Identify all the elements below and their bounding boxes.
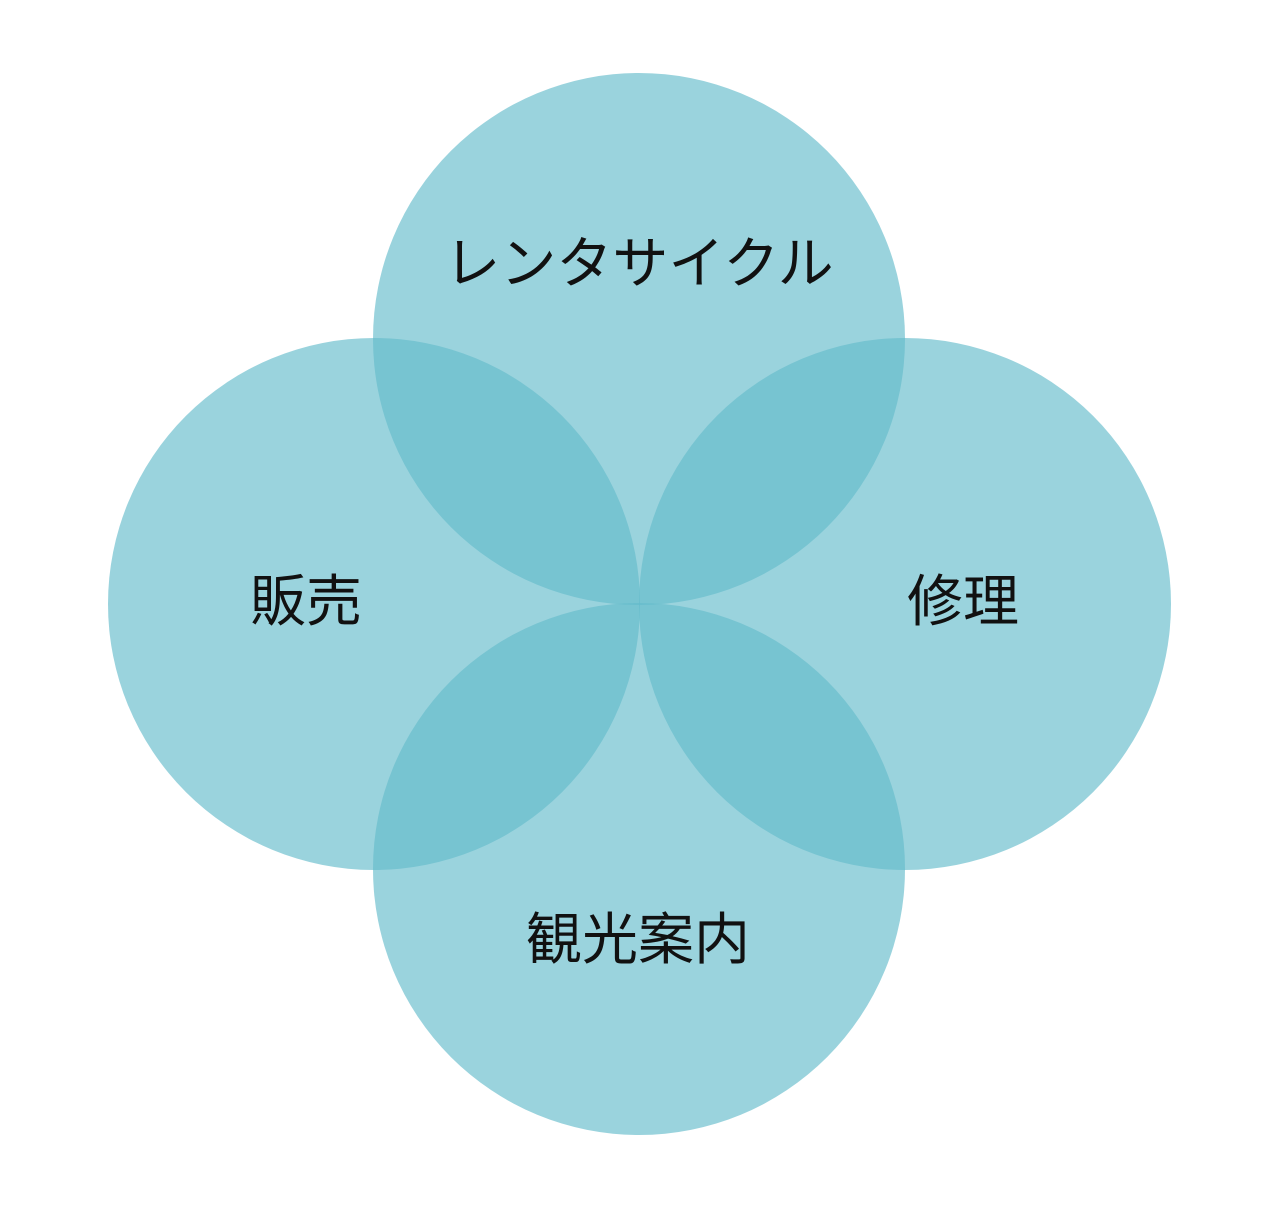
venn-circles: [108, 73, 1171, 1135]
label-right: 修理: [907, 570, 1019, 635]
label-bottom: 観光案内: [526, 908, 750, 973]
circle-bottom: [373, 603, 905, 1135]
label-left: 販売: [250, 570, 362, 635]
venn-labels: レンタサイクル 販売 修理 観光案内: [250, 232, 1019, 973]
label-top: レンタサイクル: [444, 232, 833, 297]
